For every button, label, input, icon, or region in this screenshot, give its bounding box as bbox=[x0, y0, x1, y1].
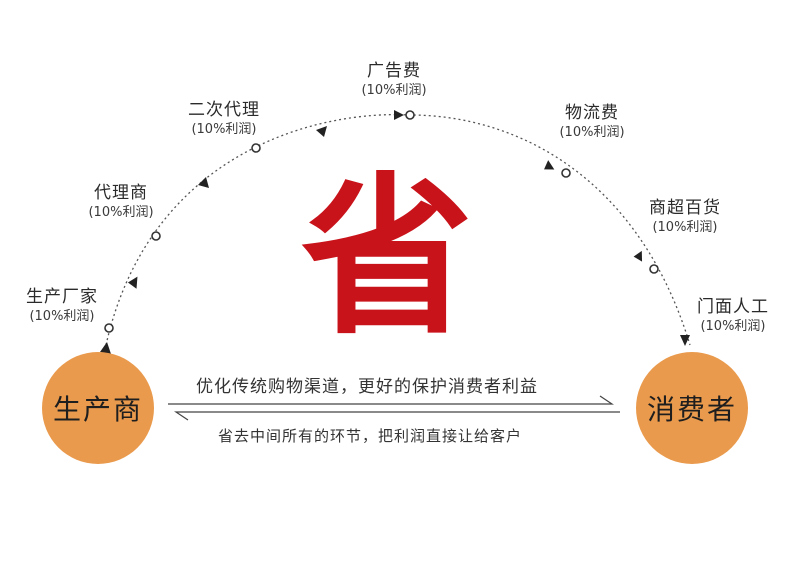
node-note: (10%利润) bbox=[700, 319, 766, 334]
node-note: (10%利润) bbox=[88, 205, 154, 220]
node-label-4: 广告费 (10%利润) bbox=[361, 61, 426, 99]
node-name: 二次代理 bbox=[188, 100, 260, 120]
node-note: (10%利润) bbox=[361, 83, 427, 98]
node-note: (10%利润) bbox=[29, 309, 95, 324]
node-note: (10%利润) bbox=[559, 125, 625, 140]
arrow-5 bbox=[394, 110, 404, 120]
node-ring-5 bbox=[561, 168, 571, 178]
node-ring-2 bbox=[151, 231, 161, 241]
arrow-6 bbox=[544, 160, 555, 170]
arrow-4 bbox=[316, 126, 327, 137]
node-label-3: 二次代理 (10%利润) bbox=[188, 100, 260, 138]
arc-arrows bbox=[100, 110, 690, 354]
arrow-8 bbox=[680, 335, 690, 346]
node-ring-6 bbox=[649, 264, 659, 274]
node-note: (10%利润) bbox=[652, 220, 718, 235]
arrow-3 bbox=[198, 177, 209, 188]
node-name: 门面人工 bbox=[697, 297, 769, 317]
center-character: 省 bbox=[301, 157, 473, 358]
exchange-arrows bbox=[168, 395, 620, 421]
node-name: 物流费 bbox=[564, 103, 619, 123]
slogan-bottom: 省去中间所有的环节，把利润直接让给客户 bbox=[218, 427, 523, 445]
arrow-right-line bbox=[168, 395, 614, 405]
node-name: 商超百货 bbox=[649, 198, 721, 218]
slogan-top: 优化传统购物渠道，更好的保护消费者利益 bbox=[196, 377, 538, 397]
arrow-left-line bbox=[174, 411, 620, 421]
node-ring-4 bbox=[405, 110, 415, 120]
node-label-1: 生产厂家 (10%利润) bbox=[26, 287, 98, 325]
node-label-5: 物流费 (10%利润) bbox=[559, 103, 624, 141]
producer-circle: 生产商 bbox=[42, 352, 154, 464]
consumer-label: 消费者 bbox=[646, 393, 737, 426]
arrow-2 bbox=[127, 276, 138, 289]
node-name: 代理商 bbox=[93, 183, 148, 203]
node-name: 生产厂家 bbox=[26, 287, 98, 307]
consumer-circle: 消费者 bbox=[636, 352, 748, 464]
node-ring-1 bbox=[104, 323, 114, 333]
node-label-6: 商超百货 (10%利润) bbox=[649, 198, 721, 236]
arrow-7 bbox=[633, 250, 643, 262]
node-label-7: 门面人工 (10%利润) bbox=[697, 297, 769, 335]
node-ring-3 bbox=[251, 143, 261, 153]
node-label-2: 代理商 (10%利润) bbox=[88, 183, 153, 221]
node-rings bbox=[104, 110, 659, 333]
arrow-1 bbox=[100, 342, 111, 354]
node-name: 广告费 bbox=[366, 61, 421, 81]
producer-label: 生产商 bbox=[52, 393, 143, 426]
node-note: (10%利润) bbox=[191, 122, 257, 137]
